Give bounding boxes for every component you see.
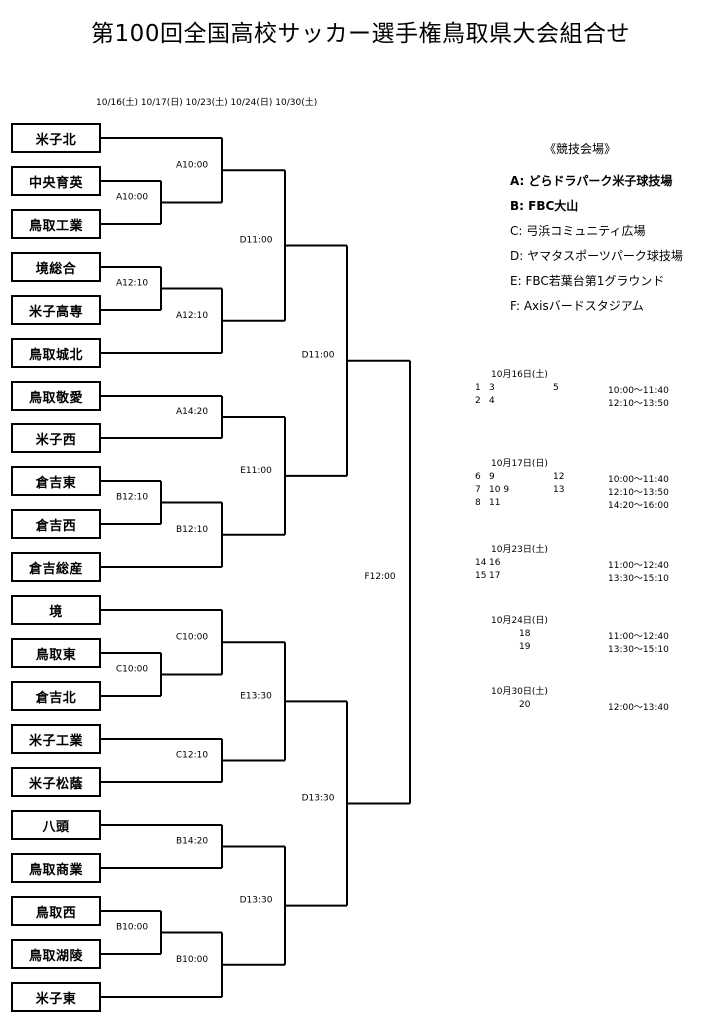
team-19: 鳥取西	[11, 896, 101, 926]
match-label-10: C12:10	[176, 751, 208, 761]
venue-b: B: FBC大山	[510, 199, 579, 213]
schedule-time: 12:10～13:50	[608, 488, 669, 498]
venue-a: A: どらドラパーク米子球技場	[510, 174, 673, 188]
match-label-5: A14:20	[176, 407, 208, 417]
team-10: 倉吉西	[11, 509, 101, 539]
team-6: 鳥取城北	[11, 338, 101, 368]
schedule-date: 10月23日(土)	[491, 545, 548, 555]
venue-e: E: FBC若葉台第1グラウンド	[510, 274, 665, 288]
schedule-match-no: 1	[475, 383, 481, 393]
schedule-match-no: 19	[519, 642, 531, 652]
schedule-match-no: 8	[475, 498, 481, 508]
schedule-match-no: 3	[489, 383, 495, 393]
venue-d: D: ヤマタスポーツパーク球技場	[510, 249, 683, 263]
venue-legend-title: 《競技会場》	[544, 142, 617, 156]
schedule-time: 10:00～11:40	[608, 386, 669, 396]
schedule-match-no: 17	[489, 571, 501, 581]
match-label-7: B12:10	[176, 525, 208, 535]
page-title: 第100回全国高校サッカー選手権鳥取県大会組合せ	[91, 21, 630, 47]
team-12: 境	[11, 595, 101, 625]
team-8: 米子西	[11, 423, 101, 453]
match-label-9: C10:00	[116, 665, 148, 675]
team-21: 米子東	[11, 982, 101, 1012]
team-16: 米子松蔭	[11, 767, 101, 797]
schedule-time: 13:30～15:10	[608, 645, 669, 655]
match-label-11: B14:20	[176, 837, 208, 847]
team-17: 八頭	[11, 810, 101, 840]
team-5: 米子高専	[11, 295, 101, 325]
match-label-6: B12:10	[116, 493, 148, 503]
match-label-2: A10:00	[116, 193, 148, 203]
schedule-time: 13:30～15:10	[608, 574, 669, 584]
schedule-match-no: 10 9	[489, 485, 510, 495]
team-9: 倉吉東	[11, 466, 101, 496]
venue-c: C: 弓浜コミュニティ広場	[510, 224, 646, 238]
team-13: 鳥取東	[11, 638, 101, 668]
team-2: 中央育英	[11, 166, 101, 196]
schedule-match-no: 4	[489, 396, 495, 406]
team-11: 倉吉総産	[11, 552, 101, 582]
team-18: 鳥取商業	[11, 853, 101, 883]
team-15: 米子工業	[11, 724, 101, 754]
schedule-match-no: 11	[489, 498, 501, 508]
match-label-19: D13:30	[240, 896, 273, 906]
schedule-date: 10月30日(土)	[491, 687, 548, 697]
match-label-8: C10:00	[176, 632, 208, 642]
schedule-date: 10月16日(土)	[491, 370, 548, 380]
schedule-time: 12:00～13:40	[608, 703, 669, 713]
match-label-3: A12:10	[116, 279, 148, 289]
match-label-17: E13:30	[240, 691, 272, 701]
schedule-match-no: 16	[489, 558, 501, 568]
schedule-date: 10月24日(日)	[491, 616, 548, 626]
team-4: 境総合	[11, 252, 101, 282]
schedule-match-no: 7	[475, 485, 481, 495]
match-label-16: E11:00	[240, 466, 272, 476]
match-label-18: D13:30	[302, 794, 335, 804]
match-label-20: F12:00	[364, 572, 395, 582]
schedule-time: 10:00～11:40	[608, 475, 669, 485]
schedule-time: 11:00～12:40	[608, 561, 669, 571]
schedule-match-no: 13	[553, 485, 565, 495]
team-7: 鳥取敬愛	[11, 381, 101, 411]
schedule-match-no: 12	[553, 472, 565, 482]
match-label-15: D11:00	[302, 351, 335, 361]
schedule-date: 10月17日(日)	[491, 459, 548, 469]
team-3: 鳥取工業	[11, 209, 101, 239]
team-1: 米子北	[11, 123, 101, 153]
venue-f: F: Axisバードスタジアム	[510, 299, 644, 313]
match-label-14: D11:00	[240, 236, 273, 246]
schedule-match-no: 15	[475, 571, 487, 581]
match-label-12: B10:00	[116, 923, 148, 933]
match-label-1: A10:00	[176, 160, 208, 170]
schedule-match-no: 2	[475, 396, 481, 406]
schedule-time: 11:00～12:40	[608, 632, 669, 642]
schedule-match-no: 18	[519, 629, 531, 639]
schedule-match-no: 5	[553, 383, 559, 393]
schedule-time: 12:10～13:50	[608, 399, 669, 409]
team-20: 鳥取湖陵	[11, 939, 101, 969]
round-dates-header: 10/16(土) 10/17(日) 10/23(土) 10/24(日) 10/3…	[96, 98, 318, 108]
schedule-match-no: 14	[475, 558, 487, 568]
schedule-time: 14:20～16:00	[608, 501, 669, 511]
schedule-match-no: 6	[475, 472, 481, 482]
schedule-match-no: 20	[519, 700, 531, 710]
match-label-4: A12:10	[176, 311, 208, 321]
venue-legend: 《競技会場》 A: どらドラパーク米子球技場 B: FBC大山 C: 弓浜コミュ…	[510, 140, 683, 319]
schedule-match-no: 9	[489, 472, 495, 482]
team-14: 倉吉北	[11, 681, 101, 711]
match-label-13: B10:00	[176, 955, 208, 965]
